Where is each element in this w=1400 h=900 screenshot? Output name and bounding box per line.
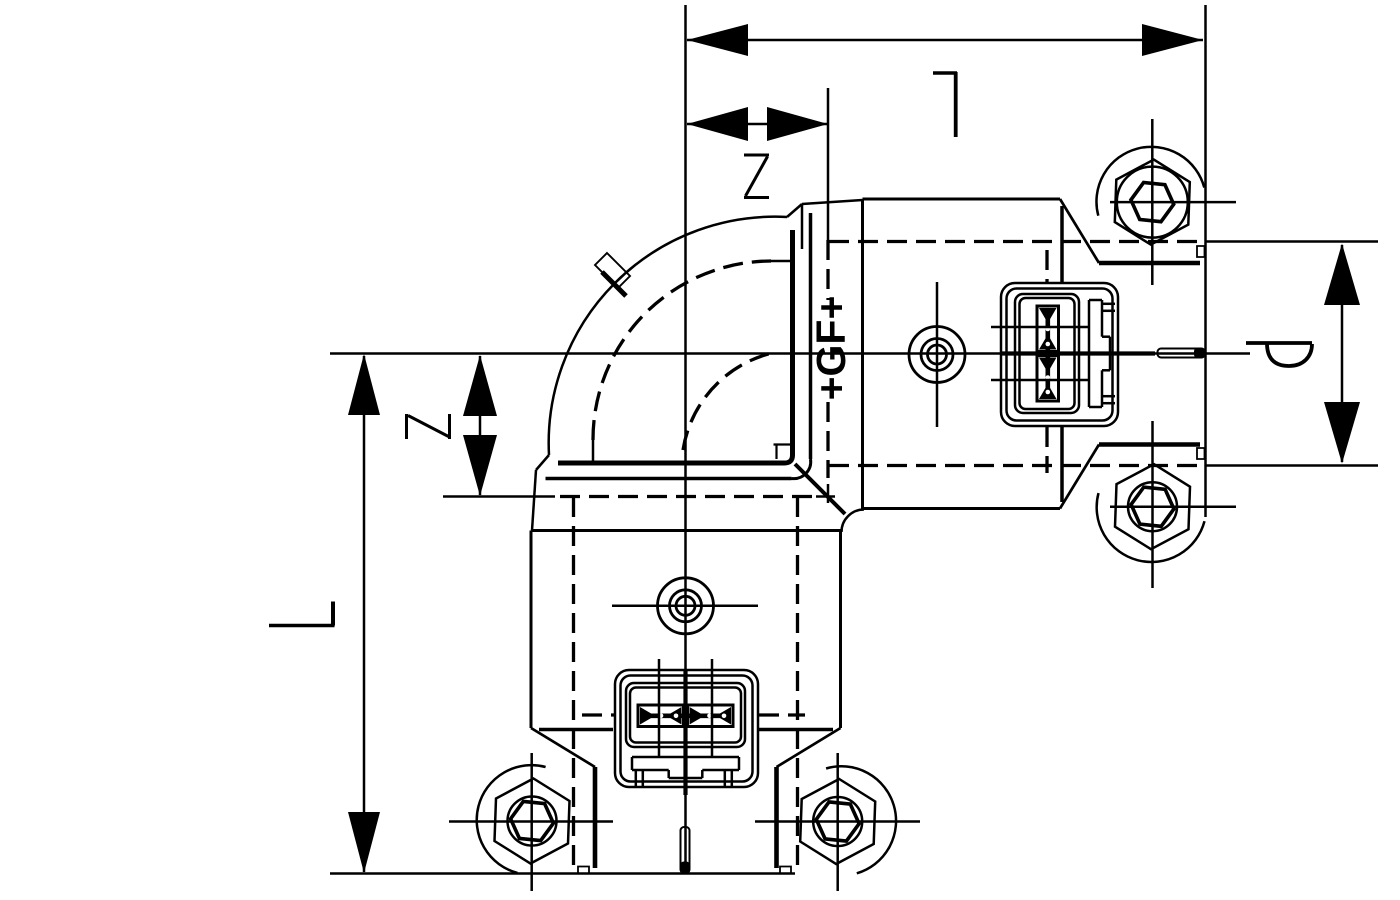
svg-text:+GF+: +GF+ (808, 296, 854, 401)
